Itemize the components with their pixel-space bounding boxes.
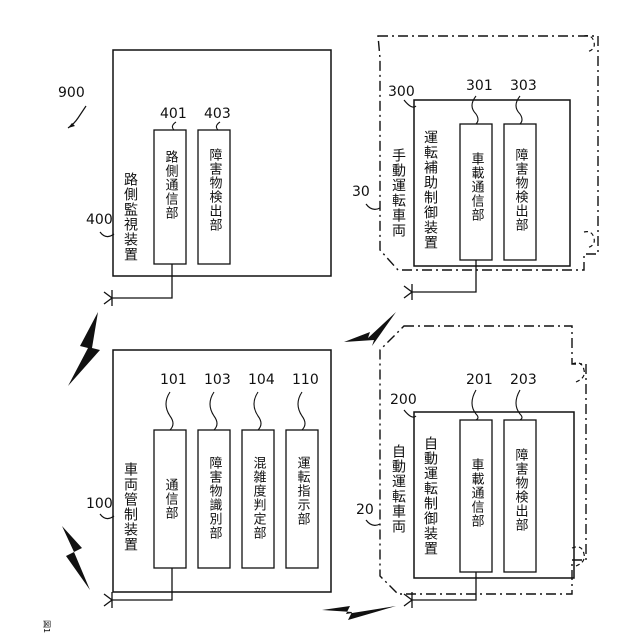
wireless-lightning-icon-4 bbox=[322, 606, 396, 620]
manual-vehicle-outline bbox=[378, 36, 598, 270]
comm-unit-number: 101 bbox=[160, 372, 187, 388]
manual-wheel-top-icon bbox=[584, 36, 594, 52]
obstacle-identify-leader bbox=[210, 392, 217, 430]
assist-device-number: 300 bbox=[388, 84, 415, 100]
road-obstacle-leader bbox=[216, 122, 220, 130]
manual-obstacle-label: 障害物検出部 bbox=[513, 148, 529, 232]
wireless-lightning-icon-2 bbox=[62, 526, 90, 590]
auto-device-box bbox=[414, 412, 574, 578]
road-antenna-icon bbox=[104, 264, 172, 306]
comm-unit-label: 通信部 bbox=[163, 478, 179, 520]
system-number: 900 bbox=[58, 85, 85, 101]
auto-obstacle-label: 障害物検出部 bbox=[513, 448, 529, 532]
control-device-number: 100 bbox=[86, 496, 113, 512]
control-device-leader bbox=[100, 514, 114, 519]
manual-obstacle-number: 303 bbox=[510, 78, 537, 94]
autonomous-vehicle: 自動運転車両 20 自動運転制御装置 200 車載通信部 201 障害物検出部 … bbox=[356, 326, 586, 608]
road-device-number: 400 bbox=[86, 212, 113, 228]
figure-label: 図1 bbox=[42, 620, 51, 633]
assist-device-title: 運転補助制御装置 bbox=[422, 130, 438, 250]
comm-unit-leader bbox=[166, 392, 173, 430]
congestion-label: 混雑度判定部 bbox=[251, 456, 267, 540]
manual-vehicle-number: 30 bbox=[352, 184, 370, 200]
manual-vehicle-leader bbox=[366, 204, 380, 209]
road-obstacle-number: 403 bbox=[204, 106, 231, 122]
congestion-leader bbox=[254, 392, 261, 430]
manual-vehicle-label: 手動運転車両 bbox=[390, 148, 406, 238]
congestion-number: 104 bbox=[248, 372, 275, 388]
manual-comm-label: 車載通信部 bbox=[469, 152, 485, 222]
auto-comm-number: 201 bbox=[466, 372, 493, 388]
wireless-lightning-icon-1 bbox=[68, 312, 100, 386]
auto-comm-label: 車載通信部 bbox=[469, 458, 485, 528]
manual-vehicle: 手動運転車両 30 運転補助制御装置 300 車載通信部 301 障害物検出部 … bbox=[352, 36, 598, 300]
road-comm-label: 路側通信部 bbox=[163, 149, 179, 220]
auto-obstacle-number: 203 bbox=[510, 372, 537, 388]
road-comm-leader bbox=[172, 122, 176, 130]
vehicle-control-device: 車両管制装置 100 通信部 101 障害物識別部 103 混雑度判定部 104… bbox=[86, 350, 331, 608]
control-device-title: 車両管制装置 bbox=[122, 461, 138, 552]
control-antenna-icon bbox=[104, 568, 172, 608]
auto-comm-leader bbox=[472, 390, 478, 420]
driving-instruction-leader bbox=[298, 392, 305, 430]
auto-vehicle-label: 自動運転車両 bbox=[390, 444, 406, 534]
auto-vehicle-number: 20 bbox=[356, 502, 374, 518]
auto-vehicle-leader bbox=[366, 520, 380, 525]
auto-device-title: 自動運転制御装置 bbox=[422, 436, 438, 556]
auto-device-number: 200 bbox=[390, 392, 417, 408]
road-obstacle-label: 障害物検出部 bbox=[207, 148, 223, 232]
road-device-box bbox=[113, 50, 331, 276]
driving-instruction-number: 110 bbox=[292, 372, 319, 388]
road-device-title: 路側監視装置 bbox=[122, 172, 138, 262]
manual-wheel-bottom-icon bbox=[584, 232, 594, 248]
road-device-leader bbox=[100, 232, 114, 237]
road-comm-number: 401 bbox=[160, 106, 187, 122]
auto-obstacle-leader bbox=[516, 390, 522, 420]
auto-wheel-top-icon bbox=[572, 363, 584, 382]
driving-instruction-label: 運転指示部 bbox=[295, 456, 311, 526]
obstacle-identify-number: 103 bbox=[204, 372, 231, 388]
road-monitoring-device: 路側監視装置 400 路側通信部 401 障害物検出部 403 bbox=[86, 50, 331, 306]
manual-comm-number: 301 bbox=[466, 78, 493, 94]
obstacle-identify-label: 障害物識別部 bbox=[207, 456, 223, 540]
